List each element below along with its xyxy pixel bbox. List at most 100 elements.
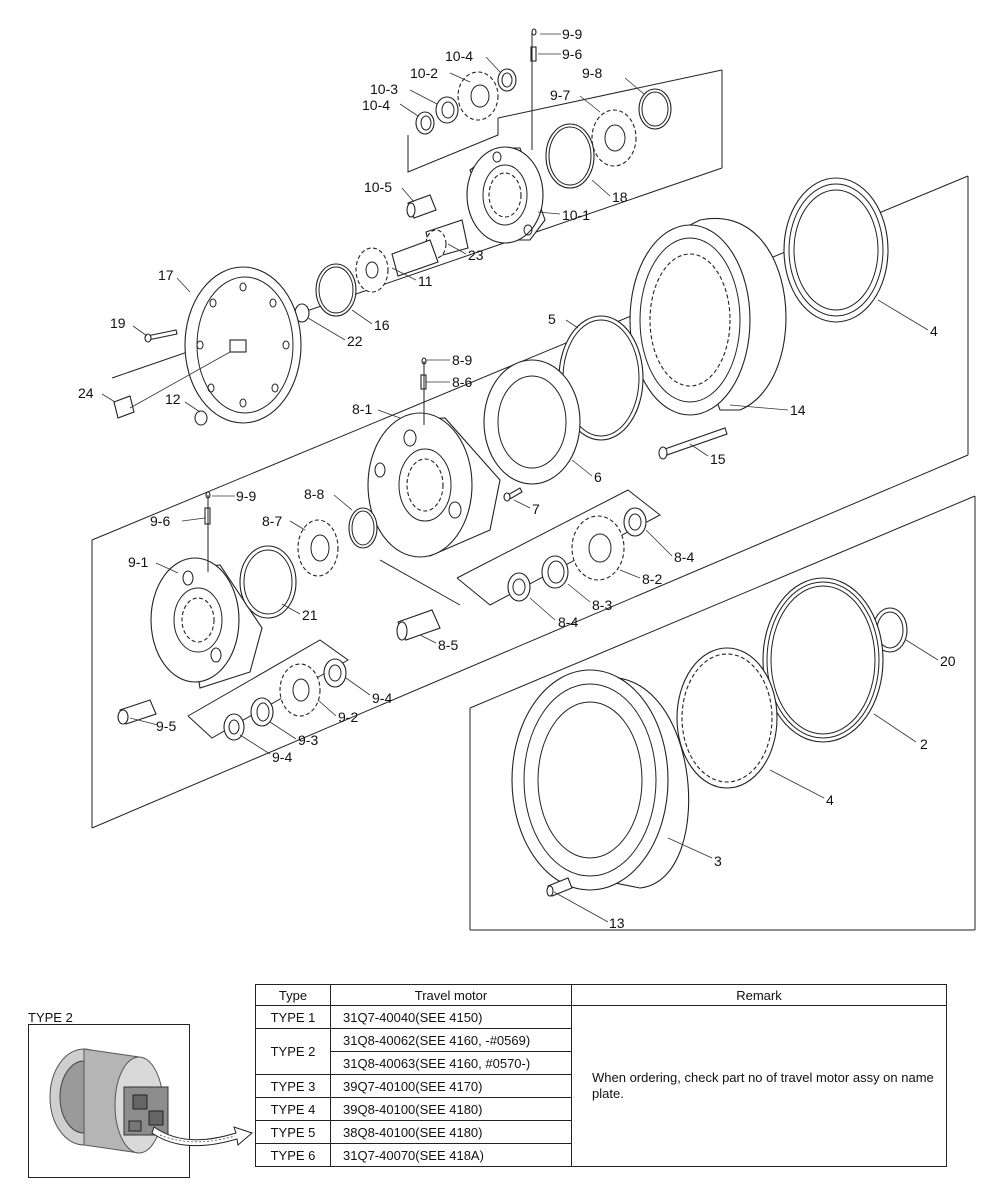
cell-travel-motor: 39Q7-40100(SEE 4170) bbox=[330, 1074, 572, 1098]
label-15: 15 bbox=[710, 451, 726, 467]
label-9-1: 9-1 bbox=[128, 554, 148, 570]
part-9-1-carrier bbox=[150, 495, 263, 689]
label-9-6-lower: 9-6 bbox=[150, 513, 170, 529]
part-8-5-pin bbox=[396, 609, 441, 641]
cell-type: TYPE 5 bbox=[255, 1120, 331, 1144]
label-18: 18 bbox=[612, 189, 628, 205]
part-8-4-washer-lower bbox=[507, 572, 531, 602]
part-18-ring bbox=[545, 123, 595, 189]
part-9-4-washer-lower bbox=[223, 713, 245, 741]
part-4-bearing-upper bbox=[783, 177, 889, 323]
label-3: 3 bbox=[714, 853, 722, 869]
cell-travel-motor: 31Q7-40040(SEE 4150) bbox=[330, 1005, 572, 1029]
cell-travel-motor: 39Q8-40100(SEE 4180) bbox=[330, 1097, 572, 1121]
part-10-2-gear bbox=[457, 71, 499, 121]
table-row: TYPE 5 38Q8-40100(SEE 4180) bbox=[255, 1120, 947, 1144]
exploded-parts-diagram: 9-9 9-6 10-4 10-2 9-8 10-3 10-4 9-7 18 1… bbox=[78, 26, 976, 931]
label-6: 6 bbox=[594, 469, 602, 485]
part-9-3-bushing bbox=[250, 697, 274, 727]
part-8-7-gear bbox=[297, 519, 339, 577]
type2-label: TYPE 2 bbox=[28, 1010, 73, 1025]
label-10-4-top: 10-4 bbox=[445, 48, 473, 64]
part-9-7-gear bbox=[591, 109, 637, 167]
part-17-cover bbox=[184, 266, 302, 424]
label-8-7: 8-7 bbox=[262, 513, 282, 529]
section-frames bbox=[91, 69, 976, 931]
cell-type: TYPE 2 bbox=[255, 1028, 331, 1075]
label-16: 16 bbox=[374, 317, 390, 333]
part-8-2-gear bbox=[571, 515, 625, 581]
pointer-arrow-icon bbox=[151, 1126, 253, 1147]
label-17: 17 bbox=[158, 267, 174, 283]
part-14-ring-gear-housing bbox=[629, 217, 787, 416]
label-20: 20 bbox=[940, 653, 956, 669]
label-8-5: 8-5 bbox=[438, 637, 458, 653]
travel-motor-type-table: Type Travel motor Remark TYPE 1 31Q7-400… bbox=[255, 984, 947, 1167]
label-9-3: 9-3 bbox=[298, 732, 318, 748]
label-9-9-top: 9-9 bbox=[562, 26, 582, 42]
part-2-seal bbox=[762, 577, 884, 743]
part-8-4-washer-upper bbox=[623, 507, 647, 537]
cell-type: TYPE 3 bbox=[255, 1074, 331, 1098]
label-10-1: 10-1 bbox=[562, 207, 590, 223]
header-remark: Remark bbox=[571, 984, 947, 1006]
part-13-pin bbox=[546, 877, 573, 897]
label-13: 13 bbox=[609, 915, 625, 931]
label-4-lower: 4 bbox=[826, 792, 834, 808]
part-6-plate bbox=[483, 359, 581, 485]
label-12: 12 bbox=[165, 391, 181, 407]
cell-remark: When ordering, check part no of travel m… bbox=[571, 1005, 947, 1167]
label-9-5: 9-5 bbox=[156, 718, 176, 734]
label-8-1: 8-1 bbox=[352, 401, 372, 417]
header-type: Type bbox=[255, 984, 331, 1006]
part-10-1-carrier bbox=[466, 32, 546, 244]
label-9-8: 9-8 bbox=[582, 65, 602, 81]
label-22: 22 bbox=[347, 333, 363, 349]
label-14: 14 bbox=[790, 402, 806, 418]
header-travel-motor: Travel motor bbox=[330, 984, 572, 1006]
label-11: 11 bbox=[418, 273, 433, 289]
label-10-4-left: 10-4 bbox=[362, 97, 390, 113]
label-2: 2 bbox=[920, 736, 928, 752]
table-row: TYPE 1 31Q7-40040(SEE 4150) When orderin… bbox=[255, 1005, 947, 1167]
part-10-5-pin bbox=[406, 194, 437, 219]
part-9-9-pin-top bbox=[531, 28, 537, 36]
cell-type: TYPE 1 bbox=[255, 1005, 331, 1029]
table-row: TYPE 4 39Q8-40100(SEE 4180) bbox=[255, 1097, 947, 1121]
part-12-plug bbox=[194, 410, 208, 426]
label-8-2: 8-2 bbox=[642, 571, 662, 587]
cell-travel-motor: 31Q8-40063(SEE 4160, #0570-) bbox=[330, 1051, 572, 1075]
part-9-2-gear bbox=[279, 663, 321, 717]
type2-motor-image bbox=[28, 1024, 190, 1178]
part-8-1-carrier bbox=[367, 361, 501, 558]
label-5: 5 bbox=[548, 311, 556, 327]
label-9-2: 9-2 bbox=[338, 709, 358, 725]
part-15-bolt bbox=[658, 427, 728, 460]
label-10-5: 10-5 bbox=[364, 179, 392, 195]
cell-travel-motor: 38Q8-40100(SEE 4180) bbox=[330, 1120, 572, 1144]
table-row: TYPE 2 31Q8-40062(SEE 4160, -#0569) bbox=[255, 1028, 947, 1075]
label-9-9-lower: 9-9 bbox=[236, 488, 256, 504]
part-3-hub bbox=[511, 669, 690, 891]
label-10-2: 10-2 bbox=[410, 65, 438, 81]
label-9-4-upper: 9-4 bbox=[372, 690, 392, 706]
label-4-upper: 4 bbox=[930, 323, 938, 339]
travel-motor-illustration bbox=[49, 1048, 169, 1154]
label-9-7: 9-7 bbox=[550, 87, 570, 103]
part-21-ring bbox=[239, 545, 297, 619]
leader-lines bbox=[101, 33, 939, 923]
part-labels: 9-9 9-6 10-4 10-2 9-8 10-3 10-4 9-7 18 1… bbox=[78, 26, 956, 931]
table-row: TYPE 6 31Q7-40070(SEE 418A) bbox=[255, 1143, 947, 1167]
label-8-6: 8-6 bbox=[452, 374, 472, 390]
label-19: 19 bbox=[110, 315, 126, 331]
cell-type: TYPE 6 bbox=[255, 1143, 331, 1167]
label-8-4-lower: 8-4 bbox=[558, 614, 578, 630]
label-21: 21 bbox=[302, 607, 318, 623]
part-24-plate bbox=[113, 395, 135, 419]
part-7-screw bbox=[503, 487, 523, 502]
label-9-6-top: 9-6 bbox=[562, 46, 582, 62]
part-9-4-washer-upper bbox=[323, 658, 347, 688]
part-8-3-bushing bbox=[541, 555, 569, 589]
part-9-5-pin bbox=[117, 699, 157, 725]
label-23: 23 bbox=[468, 247, 484, 263]
